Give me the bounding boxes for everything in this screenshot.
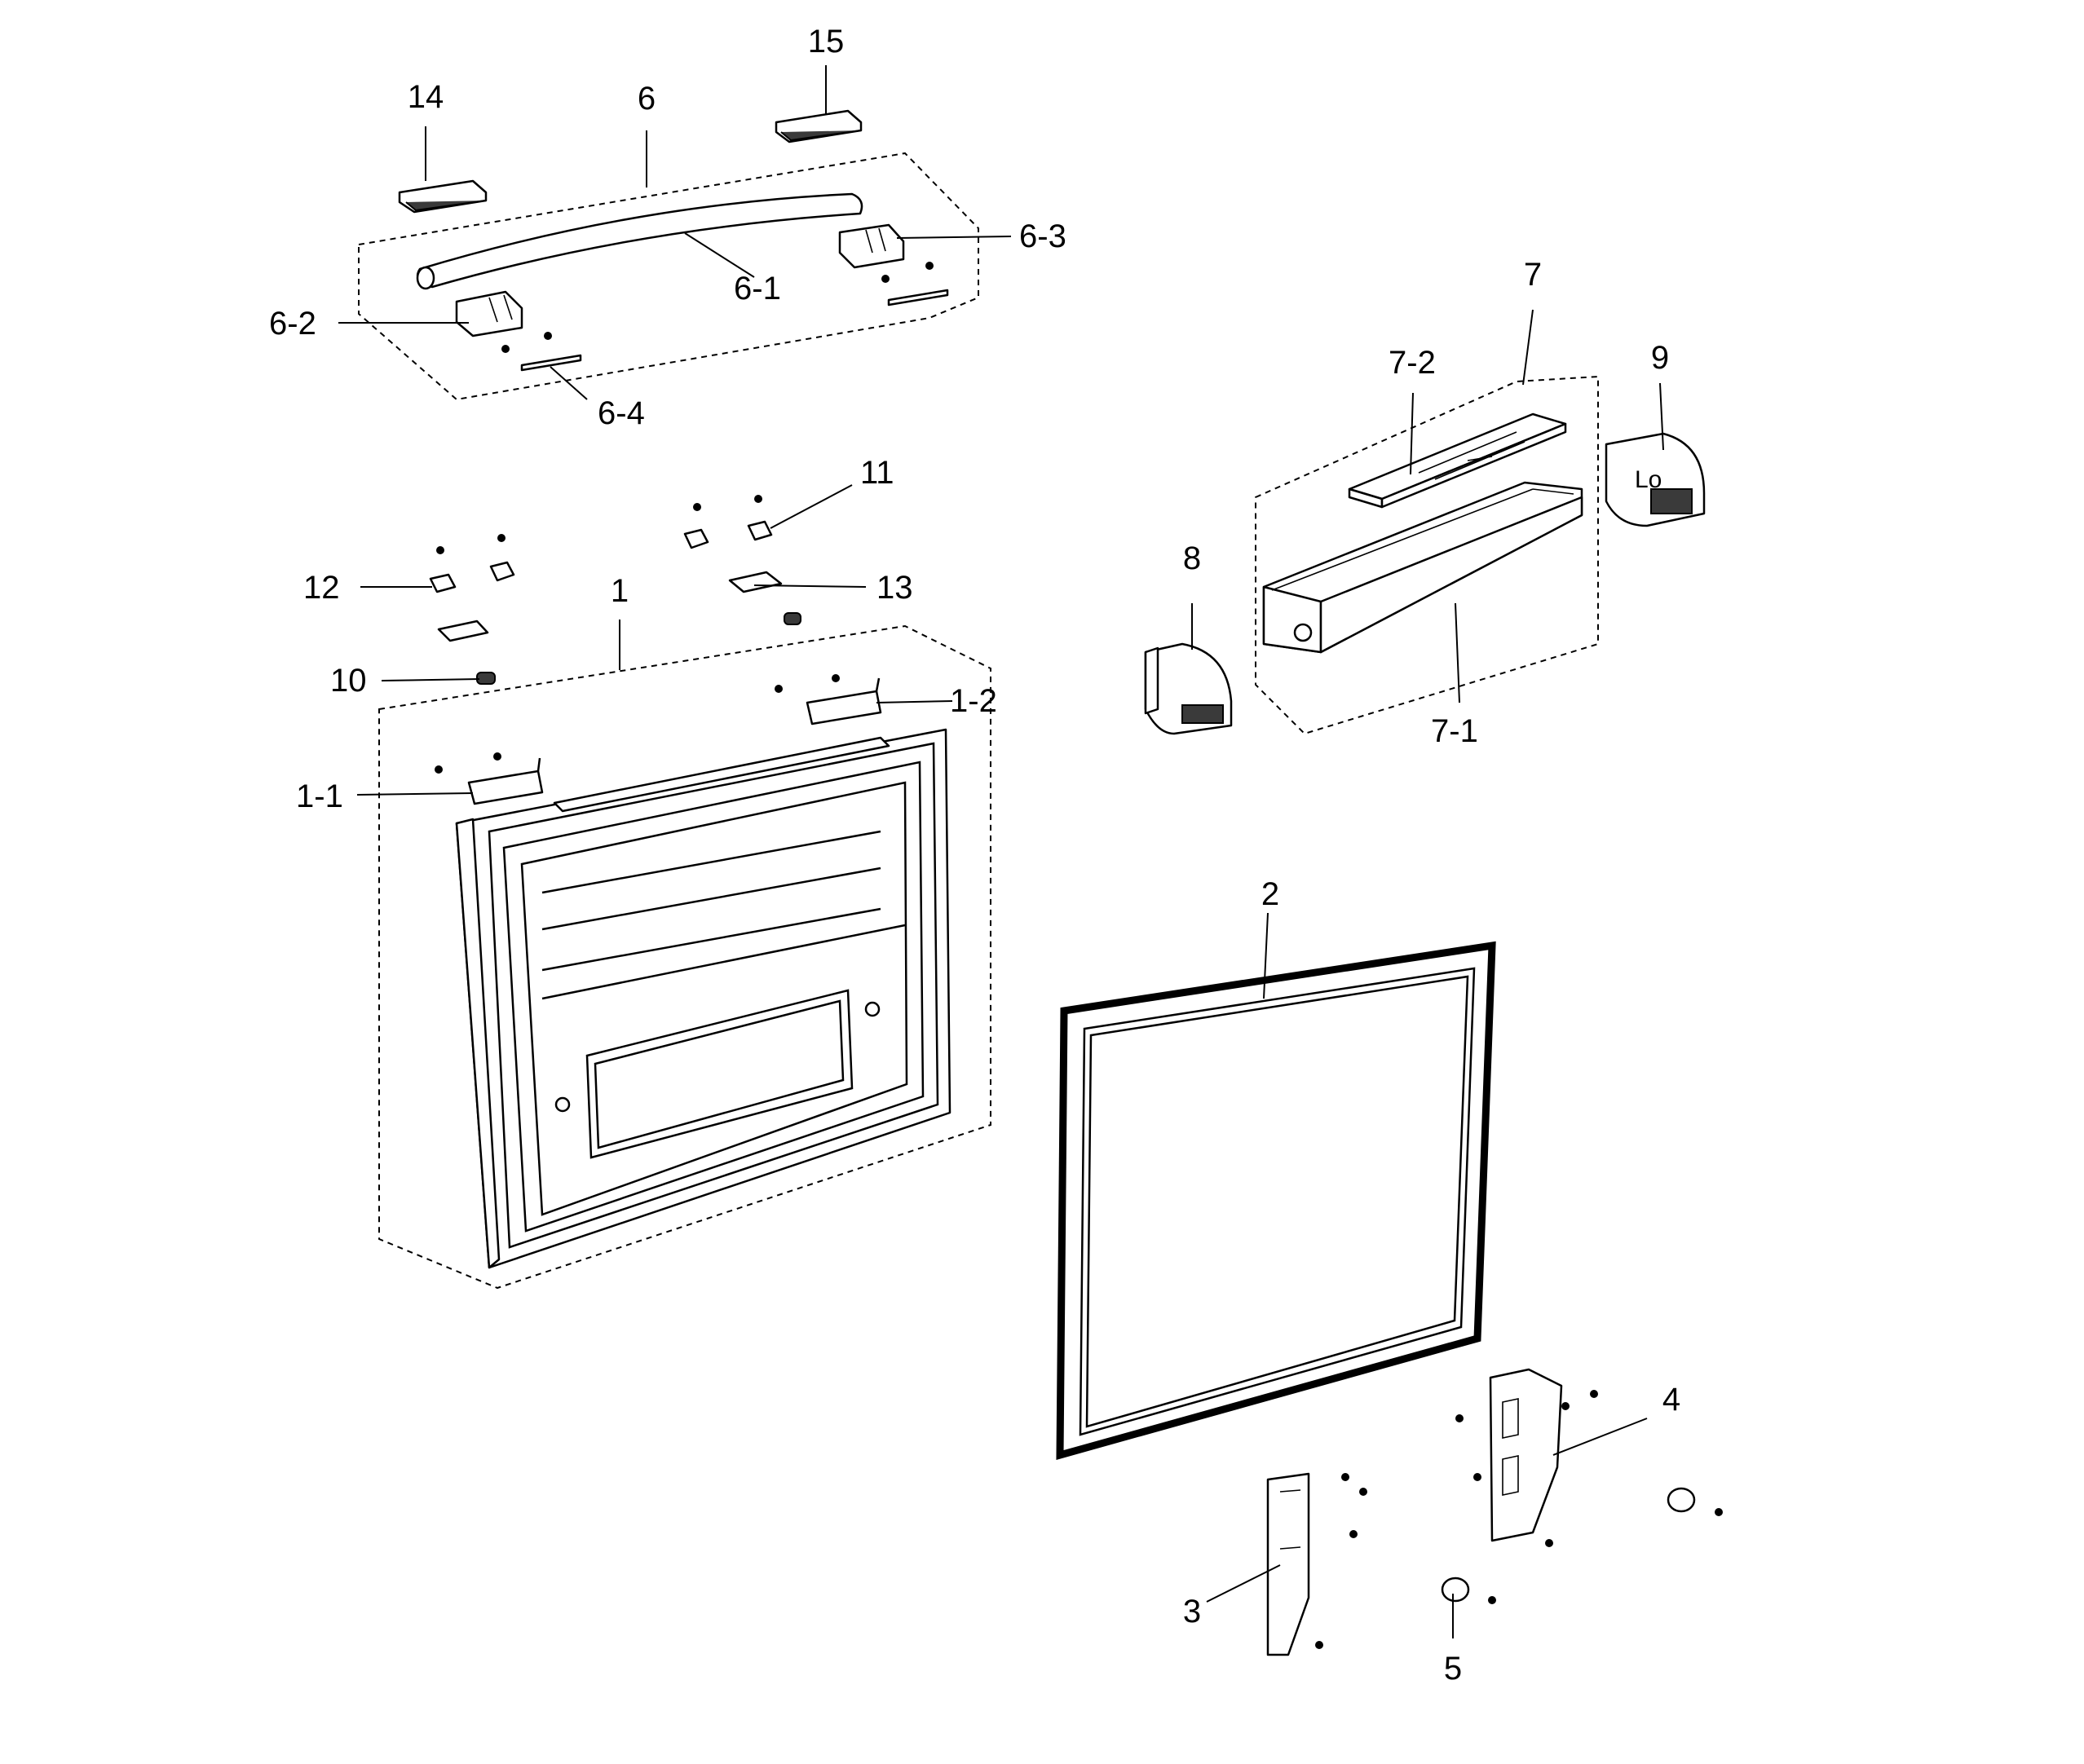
- hinge-bracket-right-part: [775, 674, 882, 725]
- group-7-outline: [1255, 375, 1599, 735]
- label-7-1: 7-1: [1431, 713, 1478, 749]
- bracket-right-part-4: [1455, 1368, 1598, 1547]
- label-5: 5: [1444, 1651, 1462, 1687]
- label-6-3: 6-3: [1019, 218, 1066, 254]
- part-9: Lo: [1605, 432, 1706, 527]
- door-assembly-1: [378, 624, 991, 1290]
- door-bin-part: [1262, 481, 1583, 654]
- handle-strip-right-part: [887, 289, 949, 306]
- vent-grille-8: [1181, 704, 1224, 724]
- group-1-outline: [378, 624, 991, 1290]
- part-13-left: [437, 620, 489, 642]
- handle-cap-left-part: [455, 290, 552, 353]
- handle-assembly-6: [358, 152, 979, 401]
- label-11: 11: [860, 455, 894, 491]
- label-8: 8: [1183, 540, 1201, 576]
- handle-cap-right-part: [838, 223, 934, 283]
- part-9-mark: Lo: [1635, 466, 1662, 493]
- group-6-outline: [358, 152, 979, 401]
- label-12: 12: [303, 570, 340, 606]
- door-bin-assembly-7: [1255, 375, 1599, 735]
- label-1: 1: [611, 573, 629, 609]
- vent-grille-9: [1650, 488, 1693, 514]
- part-11-right: [747, 520, 773, 541]
- label-7: 7: [1524, 257, 1542, 293]
- door-panel-part: [455, 728, 951, 1269]
- part-10-right: [784, 612, 801, 625]
- handle-bar-part: [416, 192, 863, 289]
- label-15: 15: [808, 24, 845, 60]
- part-10-left: [476, 672, 496, 685]
- bin-cover-part: [1348, 412, 1567, 509]
- bracket-left-part-3: [1266, 1472, 1367, 1656]
- cap-part-5: [1441, 1577, 1496, 1604]
- callout-labels: 14 6 15 6-3 6-1 6-2 6-4 7 7-2 9 8 7-1 11…: [269, 24, 1680, 1687]
- label-13: 13: [876, 570, 913, 606]
- handle-bar-end: [416, 266, 435, 290]
- handle-strip-left-part: [520, 354, 582, 372]
- label-4: 4: [1662, 1382, 1680, 1418]
- label-10: 10: [330, 663, 367, 699]
- part-13-right: [728, 571, 783, 593]
- label-3: 3: [1183, 1594, 1201, 1629]
- part-8: [1144, 642, 1233, 735]
- cap-part-5-right: [1667, 1487, 1723, 1516]
- label-6-1: 6-1: [734, 271, 781, 306]
- part-12-left: [429, 573, 457, 593]
- label-1-1: 1-1: [296, 778, 343, 814]
- label-6-2: 6-2: [269, 306, 316, 342]
- part-11-left: [683, 528, 709, 549]
- label-6: 6: [638, 81, 656, 117]
- label-7-2: 7-2: [1389, 345, 1436, 381]
- hinge-bracket-left-part: [435, 752, 544, 805]
- label-6-4: 6-4: [598, 395, 645, 431]
- leader-lines: [338, 65, 1664, 1638]
- part-12-right: [489, 561, 515, 582]
- label-2: 2: [1261, 876, 1279, 912]
- label-1-2: 1-2: [950, 683, 997, 719]
- label-14: 14: [408, 79, 444, 115]
- label-9: 9: [1651, 340, 1669, 376]
- door-gasket-part: [1056, 941, 1496, 1460]
- hinge-small-parts: [429, 495, 801, 685]
